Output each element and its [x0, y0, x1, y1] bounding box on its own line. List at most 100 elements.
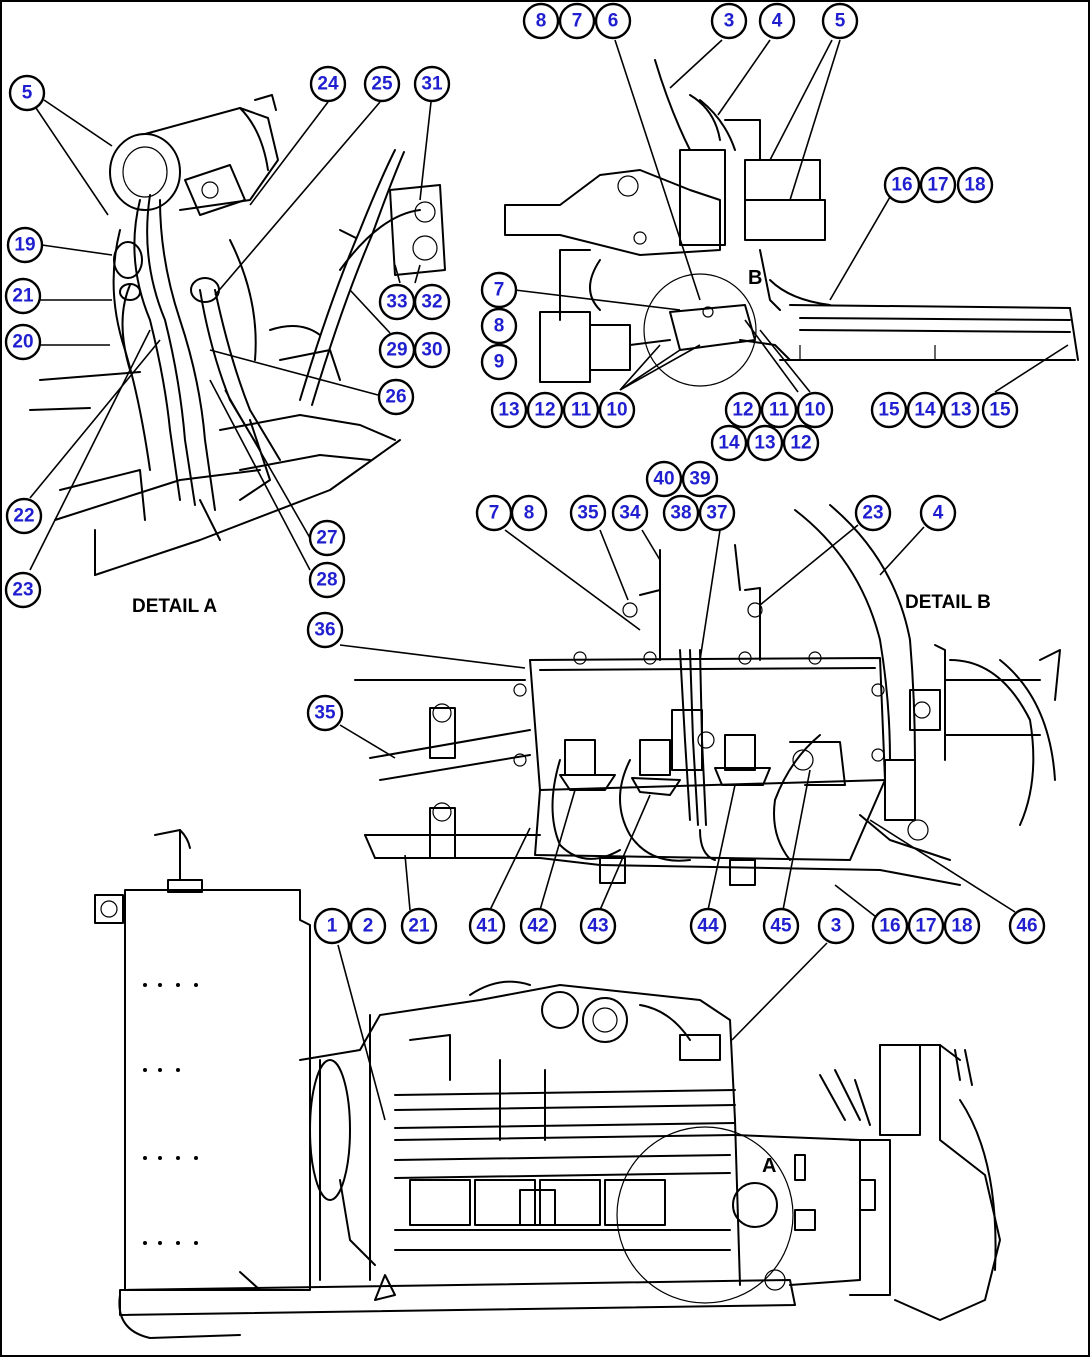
svg-text:29: 29 — [386, 340, 407, 361]
callout-41[interactable]: 41 — [468, 907, 506, 945]
svg-text:7: 7 — [572, 11, 583, 32]
callout-37[interactable]: 37 — [698, 494, 736, 532]
svg-text:15: 15 — [989, 400, 1011, 421]
callout-26[interactable]: 26 — [377, 378, 415, 416]
callout-4[interactable]: 4 — [919, 494, 957, 532]
callout-35[interactable]: 35 — [569, 494, 607, 532]
callout-8[interactable]: 8 — [522, 2, 560, 40]
callout-24[interactable]: 24 — [309, 65, 347, 103]
callout-6[interactable]: 6 — [594, 2, 632, 40]
svg-text:39: 39 — [689, 469, 710, 490]
svg-text:44: 44 — [697, 916, 719, 937]
callout-46[interactable]: 46 — [1008, 907, 1046, 945]
svg-text:19: 19 — [14, 235, 35, 256]
callout-39[interactable]: 39 — [681, 460, 719, 498]
svg-text:11: 11 — [571, 400, 592, 421]
svg-text:10: 10 — [804, 400, 825, 421]
svg-text:12: 12 — [790, 433, 811, 454]
svg-text:38: 38 — [670, 503, 691, 524]
callout-27[interactable]: 27 — [308, 519, 346, 557]
svg-text:3: 3 — [831, 916, 842, 937]
callout-28[interactable]: 28 — [308, 561, 346, 599]
callout-43[interactable]: 43 — [579, 907, 617, 945]
callout-35[interactable]: 35 — [306, 694, 344, 732]
callout-19[interactable]: 19 — [6, 226, 44, 264]
callout-13[interactable]: 13 — [490, 391, 528, 429]
svg-text:41: 41 — [476, 916, 498, 937]
callout-44[interactable]: 44 — [689, 907, 727, 945]
callout-17[interactable]: 17 — [919, 166, 957, 204]
callout-1[interactable]: 1 — [313, 907, 351, 945]
callout-32[interactable]: 32 — [413, 283, 451, 321]
callout-14[interactable]: 13 — [746, 424, 784, 462]
callout-40[interactable]: 40 — [645, 460, 683, 498]
callout-18[interactable]: 18 — [943, 907, 981, 945]
callout-17[interactable]: 17 — [907, 907, 945, 945]
callout-8[interactable]: 8 — [480, 307, 518, 345]
svg-text:13: 13 — [754, 433, 775, 454]
callout-3[interactable]: 3 — [710, 2, 748, 40]
callout-13[interactable]: 13 — [942, 391, 980, 429]
callout-11[interactable]: 11 — [760, 391, 798, 429]
callout-12[interactable]: 12 — [526, 391, 564, 429]
callout-29[interactable]: 29 — [378, 331, 416, 369]
callout-15[interactable]: 14 — [710, 424, 748, 462]
callout-7[interactable]: 7 — [480, 271, 518, 309]
callout-12[interactable]: 15 — [981, 391, 1019, 429]
callout-22[interactable]: 22 — [5, 497, 43, 535]
svg-text:7: 7 — [489, 503, 500, 524]
callout-16[interactable]: 16 — [883, 166, 921, 204]
callout-42[interactable]: 42 — [519, 907, 557, 945]
detail-a-artwork — [29, 94, 446, 576]
callout-30[interactable]: 30 — [413, 331, 451, 369]
callout-8[interactable]: 8 — [510, 494, 548, 532]
callout-15[interactable]: 15 — [870, 391, 908, 429]
callout-11[interactable]: 11 — [562, 391, 600, 429]
callout-12[interactable]: 12 — [724, 391, 762, 429]
svg-text:16: 16 — [891, 175, 912, 196]
callout-9[interactable]: 9 — [480, 343, 518, 381]
callout-38[interactable]: 38 — [662, 494, 700, 532]
callout-16[interactable]: 16 — [871, 907, 909, 945]
callout-36[interactable]: 36 — [306, 611, 344, 649]
view-labels: DETAIL A DETAIL B A B — [132, 267, 991, 1177]
callout-33[interactable]: 33 — [378, 283, 416, 321]
callout-3[interactable]: 3 — [817, 907, 855, 945]
callout-34[interactable]: 34 — [611, 494, 649, 532]
callout-5[interactable]: 5 — [8, 74, 46, 112]
callout-25[interactable]: 25 — [363, 65, 401, 103]
callout-45[interactable]: 45 — [762, 907, 800, 945]
callout-5[interactable]: 5 — [821, 2, 859, 40]
callout-13[interactable]: 12 — [782, 424, 820, 462]
callout-23[interactable]: 23 — [4, 571, 42, 609]
svg-text:13: 13 — [498, 400, 519, 421]
callout-7[interactable]: 7 — [475, 494, 513, 532]
callout-21[interactable]: 21 — [400, 907, 438, 945]
svg-text:16: 16 — [879, 916, 900, 937]
callout-23[interactable]: 23 — [854, 494, 892, 532]
callout-10[interactable]: 10 — [598, 391, 636, 429]
callout-10[interactable]: 10 — [796, 391, 834, 429]
svg-text:21: 21 — [12, 286, 34, 307]
callout-31[interactable]: 31 — [413, 65, 451, 103]
svg-text:7: 7 — [494, 280, 505, 301]
leader-lines — [29, 39, 1069, 1121]
callout-4[interactable]: 4 — [758, 2, 796, 40]
callout-14[interactable]: 14 — [906, 391, 944, 429]
svg-text:3: 3 — [724, 11, 735, 32]
svg-text:20: 20 — [12, 332, 33, 353]
callout-20[interactable]: 20 — [4, 323, 42, 361]
svg-text:35: 35 — [577, 503, 599, 524]
svg-text:17: 17 — [927, 175, 948, 196]
callout-18[interactable]: 18 — [956, 166, 994, 204]
svg-text:5: 5 — [835, 11, 846, 32]
svg-text:23: 23 — [12, 580, 33, 601]
svg-text:4: 4 — [772, 11, 783, 32]
svg-text:13: 13 — [950, 400, 971, 421]
callout-7[interactable]: 7 — [558, 2, 596, 40]
svg-text:8: 8 — [494, 316, 505, 337]
callout-21[interactable]: 21 — [4, 277, 42, 315]
callout-2[interactable]: 2 — [349, 907, 387, 945]
